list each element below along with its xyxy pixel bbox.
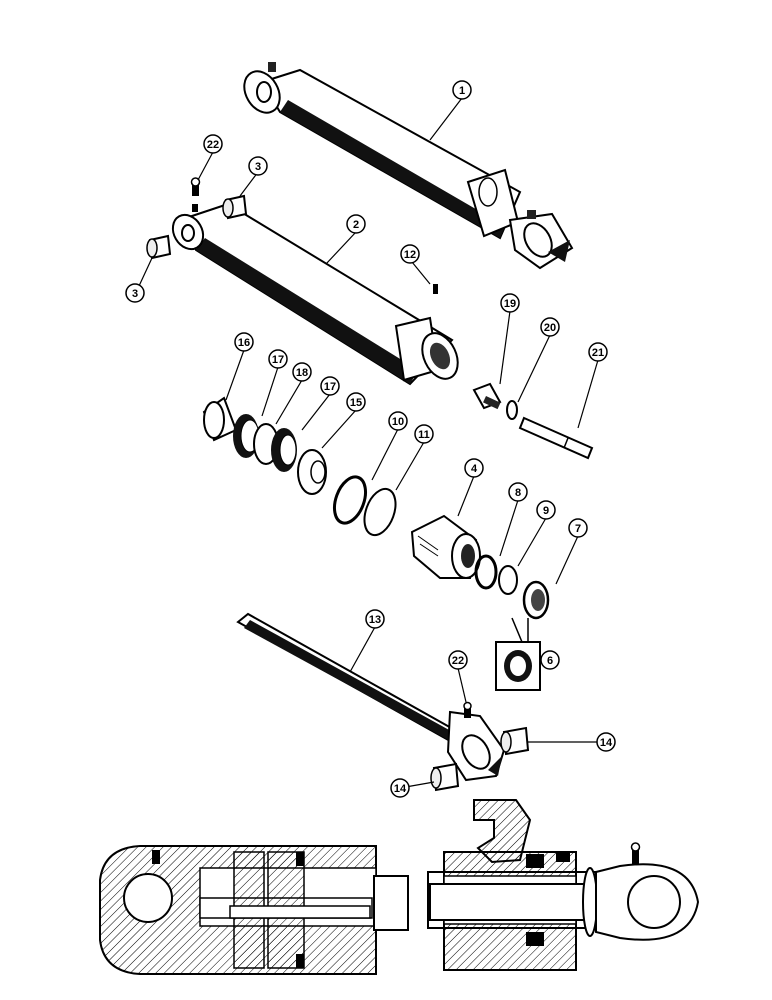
svg-text:18: 18 [296,367,308,379]
piston-rod [236,612,506,782]
cylinder-gland [410,514,481,579]
svg-text:3: 3 [132,288,138,300]
svg-text:14: 14 [600,737,613,749]
callout-7: 7 [568,518,588,538]
callout-14-left: 14 [390,778,410,798]
rod-bushing-right [500,726,530,756]
callout-20: 20 [540,317,560,337]
cylinder-barrel [171,202,459,386]
rod-bushing-left [430,762,460,792]
cap-screw [472,382,502,410]
svg-text:9: 9 [543,505,549,517]
callout-11: 11 [414,424,434,444]
svg-text:4: 4 [471,463,478,475]
callout-12: 12 [400,244,420,264]
callout-17-right: 17 [320,376,340,396]
svg-text:2: 2 [353,219,359,231]
callout-17-left: 17 [268,349,288,369]
grease-fitting-upper [190,177,201,196]
svg-text:7: 7 [575,523,581,535]
callout-16: 16 [234,332,254,352]
callout-13: 13 [365,609,385,629]
callout-3-lower: 3 [125,283,145,303]
svg-text:13: 13 [369,614,381,626]
piston-assembly [202,396,327,495]
svg-text:10: 10 [392,416,404,428]
callout-21: 21 [588,342,608,362]
svg-text:15: 15 [350,397,362,409]
svg-text:17: 17 [272,354,284,366]
callout-14-right: 14 [596,732,616,752]
callout-9: 9 [536,500,556,520]
bushing-lower [146,234,172,260]
svg-text:3: 3 [255,161,261,173]
wiper-seal-detail [495,617,541,691]
cross-section-rod-end [427,799,700,971]
wiper-seal [522,580,550,620]
callout-4: 4 [464,458,484,478]
washer [506,400,518,420]
svg-text:22: 22 [452,655,464,667]
svg-text:16: 16 [238,337,250,349]
svg-text:17: 17 [324,381,336,393]
o-ring [332,475,368,525]
backup-washer [498,565,518,595]
callout-18: 18 [292,362,312,382]
callout-1: 1 [452,80,472,100]
svg-text:22: 22 [207,139,219,151]
callout-2: 2 [346,214,366,234]
callouts: 1 2 3 3 22 12 16 17 18 17 15 10 11 4 19 … [125,80,616,798]
svg-text:12: 12 [404,249,416,261]
svg-text:19: 19 [504,298,516,310]
bushing-upper [222,194,248,220]
svg-text:14: 14 [394,783,407,795]
assembled-cylinder [243,62,574,270]
callout-15: 15 [346,392,366,412]
svg-text:11: 11 [418,429,430,441]
callout-19: 19 [500,293,520,313]
callout-10: 10 [388,411,408,431]
svg-text:8: 8 [515,487,521,499]
svg-text:1: 1 [459,85,465,97]
svg-text:20: 20 [544,322,556,334]
callout-6: 6 [540,650,560,670]
callout-3-upper: 3 [248,156,268,176]
svg-text:6: 6 [547,655,553,667]
callout-22-lower: 22 [448,650,468,670]
pipe-plug [433,284,438,294]
backup-ring [363,487,397,537]
cross-section-barrel-end [99,845,409,975]
rod-seal [474,554,498,590]
callout-22-upper: 22 [203,134,223,154]
svg-text:21: 21 [592,347,604,359]
lock-pin [518,416,594,460]
callout-8: 8 [508,482,528,502]
